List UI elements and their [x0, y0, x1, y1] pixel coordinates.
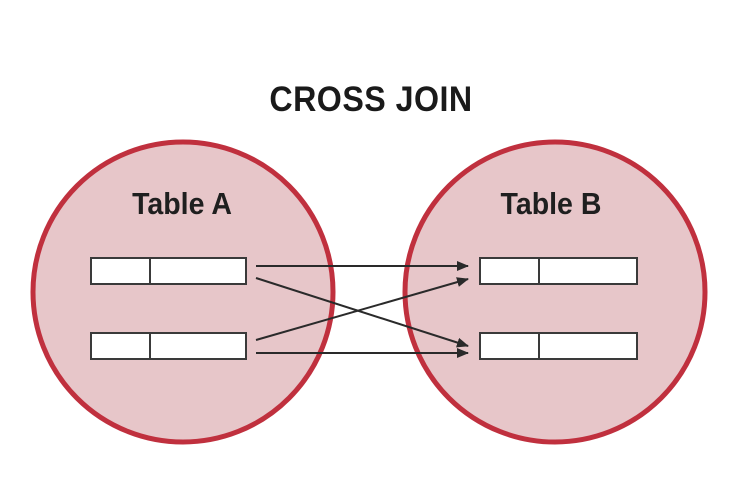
table-b-row-2 — [479, 332, 638, 360]
diagram-title: CROSS JOIN — [269, 80, 473, 119]
arrow-a2-to-b1 — [255, 277, 469, 341]
arrow-a1-to-b2 — [255, 277, 469, 348]
table-a-row-1 — [90, 257, 247, 285]
table-a-row-2 — [90, 332, 247, 360]
table-b-row-1 — [479, 257, 638, 285]
table-a-circle — [30, 139, 336, 445]
table-a-label: Table A — [132, 186, 232, 221]
table-b-label: Table B — [500, 186, 602, 221]
table-b-circle — [402, 139, 708, 445]
